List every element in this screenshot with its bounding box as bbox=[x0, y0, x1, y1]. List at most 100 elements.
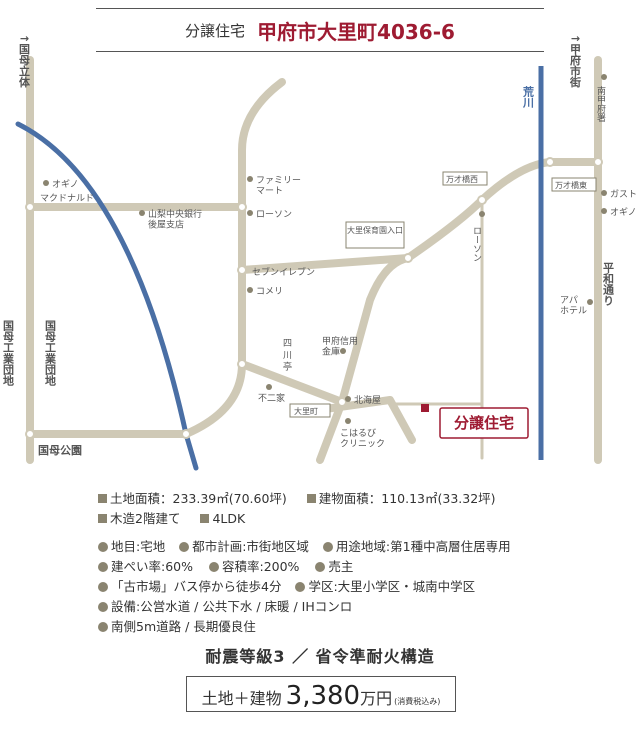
price-tax-note: (消費税込み) bbox=[394, 697, 441, 706]
node bbox=[403, 253, 413, 263]
property-marker-icon bbox=[421, 404, 429, 412]
poi-dot bbox=[266, 384, 272, 390]
signal-mansai-higashi: 万才橋東 bbox=[555, 180, 587, 190]
place-bank: 山梨中央銀行後屋支店 bbox=[148, 208, 202, 230]
road-osato-link bbox=[238, 360, 346, 406]
place-gusto: ガスト bbox=[610, 189, 637, 200]
dot-bullet-icon bbox=[98, 562, 108, 572]
node bbox=[181, 429, 191, 439]
structure: 木造2階建て bbox=[110, 511, 181, 526]
land-category: 地目:宅地 bbox=[111, 539, 166, 554]
spec-row-area: 土地面積：233.39㎡(70.60坪) 建物面積：110.13㎡(33.32坪… bbox=[98, 488, 512, 507]
place-funiya: 不二家 bbox=[258, 392, 285, 404]
poi-dot bbox=[247, 287, 253, 293]
river-blue-left bbox=[15, 121, 199, 471]
place-mcdonalds: マクドナルド bbox=[40, 193, 94, 204]
signal-box-osato bbox=[289, 403, 331, 418]
header-label: 分譲住宅 bbox=[185, 21, 246, 40]
place-minami-kofu: 南甲府署 bbox=[595, 85, 606, 122]
property-label: 分譲住宅 bbox=[454, 414, 514, 432]
square-bullet-icon bbox=[200, 514, 210, 523]
poi-dot bbox=[601, 208, 607, 214]
spec-row-road: 南側5m道路 / 長期優良住 bbox=[98, 616, 272, 635]
property-callout-box bbox=[439, 407, 529, 439]
place-okino-left: オギノ bbox=[52, 179, 79, 190]
poi-dot bbox=[601, 74, 607, 80]
node bbox=[237, 265, 247, 275]
road-label-heiwa: 平和通り bbox=[602, 262, 615, 306]
place-lawson-center: ローソン bbox=[256, 210, 292, 220]
dot-bullet-icon bbox=[98, 542, 108, 552]
poi-dot bbox=[247, 176, 253, 182]
floor-area-ratio: 容積率:200% bbox=[221, 559, 300, 574]
node bbox=[477, 195, 487, 205]
city-plan: 都市計画:市街地区域 bbox=[192, 539, 309, 554]
place-lawson-right: ローソン bbox=[471, 226, 481, 262]
road-label-kokubo-rittai: ↑国母立体 bbox=[18, 34, 31, 88]
place-hokkaiya: 北海屋 bbox=[354, 394, 381, 406]
road-label-kofu-shigai: ↑甲府市街 bbox=[569, 34, 583, 88]
place-komeri: コメリ bbox=[256, 287, 283, 297]
land-area: 土地面積：233.39㎡(70.60坪) bbox=[110, 491, 287, 506]
dot-bullet-icon bbox=[295, 582, 306, 592]
signal-box-hoikuen bbox=[345, 221, 405, 249]
seller: 売主 bbox=[328, 559, 354, 574]
dot-bullet-icon bbox=[208, 562, 219, 572]
dot-bullet-icon bbox=[322, 542, 333, 552]
node bbox=[593, 157, 603, 167]
signal-box-mansai-higashi bbox=[551, 177, 597, 192]
coverage-ratio: 建ぺい率:60% bbox=[111, 559, 193, 574]
place-apa: アパホテル bbox=[560, 295, 587, 316]
spec-row-structure: 木造2階建て 4LDK bbox=[98, 508, 261, 527]
property-address-title: 甲府市大里町4036-6 bbox=[257, 19, 455, 44]
node bbox=[25, 202, 35, 212]
price-value: 3,380 bbox=[285, 681, 361, 711]
dot-bullet-icon bbox=[98, 602, 108, 612]
spec-row-zoning: 地目:宅地 都市計画:市街地区域 用途地域:第1種中高層住居専用 bbox=[98, 536, 511, 555]
price-label: 土地＋建物 bbox=[201, 689, 282, 708]
place-shisen: 四 川 亭 bbox=[281, 338, 292, 371]
area-label-industrial-inner: 国母工業団地 bbox=[44, 320, 58, 386]
poi-dot bbox=[247, 210, 253, 216]
building-area: 建物面積：110.13㎡(33.32坪) bbox=[318, 491, 496, 506]
node bbox=[237, 359, 247, 369]
signal-osato: 大里町 bbox=[294, 406, 318, 416]
bus-access: 「古市場」バス停から徒歩4分 bbox=[111, 579, 282, 594]
place-seven: セブンイレブン bbox=[252, 266, 315, 278]
road-info: 南側5m道路 / 長期優良住 bbox=[111, 619, 256, 634]
road-middle-horizontal bbox=[238, 254, 412, 274]
place-clinic: こはるびクリニック bbox=[340, 428, 385, 449]
dot-bullet-icon bbox=[179, 542, 190, 552]
node bbox=[337, 397, 347, 407]
place-shinyo: 甲府信用金庫 bbox=[322, 335, 358, 357]
poi-dot bbox=[139, 210, 145, 216]
signal-box-mansai-nishi bbox=[442, 171, 488, 186]
node bbox=[237, 202, 247, 212]
river-label-arakawa: 荒川 bbox=[522, 85, 536, 108]
location-map: ↑国母立体 ↑甲府市街 平和通り 国母公園 国母工業団地 国母工業団地 荒川 万… bbox=[2, 34, 637, 471]
poi-dot bbox=[345, 396, 351, 402]
road-label-kokubo-park: 国母公園 bbox=[38, 444, 82, 457]
square-bullet-icon bbox=[306, 494, 316, 503]
node bbox=[25, 429, 35, 439]
spec-row-access: 「古市場」バス停から徒歩4分 学区:大里小学区・城南中学区 bbox=[98, 576, 491, 595]
spec-row-facilities: 設備:公営水道 / 公共下水 / 床暖 / IHコンロ bbox=[98, 596, 368, 615]
signal-mansai-nishi: 万才橋西 bbox=[446, 174, 478, 184]
dot-bullet-icon bbox=[315, 562, 326, 572]
dot-bullet-icon bbox=[98, 582, 108, 592]
floor-layout: 4LDK bbox=[212, 511, 246, 526]
poi-dot bbox=[479, 211, 485, 217]
poi-dot bbox=[340, 348, 346, 354]
price-box: 土地＋建物 3,380 万円 (消費税込み) bbox=[186, 676, 456, 712]
school-district: 学区:大里小学区・城南中学区 bbox=[308, 579, 476, 594]
area-label-industrial-outer: 国母工業団地 bbox=[2, 320, 16, 386]
seismic-grade: 耐震等級3 ／ 省令準耐火構造 bbox=[205, 647, 435, 666]
place-okino-right: オギノ bbox=[610, 207, 637, 218]
facilities: 設備:公営水道 / 公共下水 / 床暖 / IHコンロ bbox=[111, 599, 353, 614]
signal-hoikuen: 大里保育園入口 bbox=[347, 225, 403, 235]
node bbox=[545, 157, 555, 167]
dot-bullet-icon bbox=[98, 622, 108, 632]
road-center-curve bbox=[182, 78, 286, 438]
poi-dot bbox=[43, 180, 49, 186]
square-bullet-icon bbox=[98, 494, 107, 503]
